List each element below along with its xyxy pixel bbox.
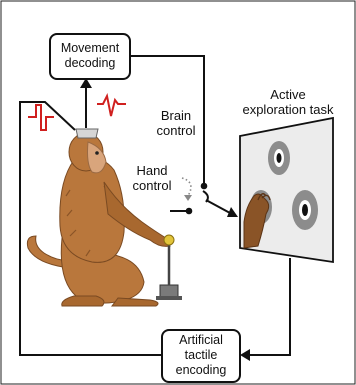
encoding-input-arrow xyxy=(240,349,250,361)
monkey-fur-strokes xyxy=(65,185,109,257)
hand-control-label: Hand control xyxy=(124,163,180,193)
monkey-face xyxy=(87,141,107,174)
brain-control-node xyxy=(200,182,208,190)
active-task-line-2: exploration task xyxy=(242,102,334,117)
joystick-foot xyxy=(156,296,182,300)
hand-control-node xyxy=(185,207,193,215)
head-implant-icon xyxy=(75,128,99,139)
hand-control-dotted-arrow xyxy=(181,177,192,197)
movement-decoding-line-1: Movement xyxy=(60,41,120,55)
stimulation-signal-icon xyxy=(28,104,54,131)
switch-output-line xyxy=(205,199,231,214)
virtual-arm-icon xyxy=(243,193,270,249)
virtual-fingers-icon xyxy=(257,193,271,201)
tactile-encoding-line-1: Artificial xyxy=(179,333,223,347)
target-3-center xyxy=(302,204,308,216)
tactile-encoding-line-3: encoding xyxy=(175,363,227,377)
movement-decoding-box xyxy=(49,33,131,80)
brain-control-line-2: control xyxy=(156,123,196,138)
switch-output-arrow xyxy=(227,207,238,217)
active-task-label: Active exploration task xyxy=(228,87,348,117)
hand-control-line-2: control xyxy=(132,178,172,193)
feedback-loop-line xyxy=(19,101,162,356)
monkey-foot-back xyxy=(61,295,105,307)
tactile-encoding-line-2: tactile xyxy=(184,348,218,362)
brain-control-line-1: Brain xyxy=(160,108,192,123)
brain-control-label: Brain control xyxy=(146,108,206,138)
movement-decoding-label: Movement decoding xyxy=(50,41,130,71)
hand-control-dotted-arrowhead xyxy=(184,195,192,201)
monkey-foot-front xyxy=(111,297,159,307)
hand-control-line-1: Hand xyxy=(136,163,168,178)
joystick-knob xyxy=(163,234,175,246)
encoding-input-line xyxy=(248,258,291,356)
tactile-encoding-box xyxy=(161,329,241,383)
joystick-base xyxy=(159,284,179,298)
movement-decoding-line-2: decoding xyxy=(64,56,116,70)
decoding-input-arrow xyxy=(80,78,92,88)
monkey-eye xyxy=(95,151,99,155)
neural-spike-icon xyxy=(97,92,126,117)
monkey-illustration xyxy=(26,128,171,307)
tactile-encoding-label: Artificial tactile encoding xyxy=(162,333,240,378)
target-1-center xyxy=(276,153,282,163)
monkey-tail xyxy=(26,235,73,269)
monkey-torso xyxy=(59,157,125,263)
joystick-icon xyxy=(156,234,182,300)
active-task-line-1: Active xyxy=(270,87,306,102)
brain-control-line xyxy=(130,55,205,183)
